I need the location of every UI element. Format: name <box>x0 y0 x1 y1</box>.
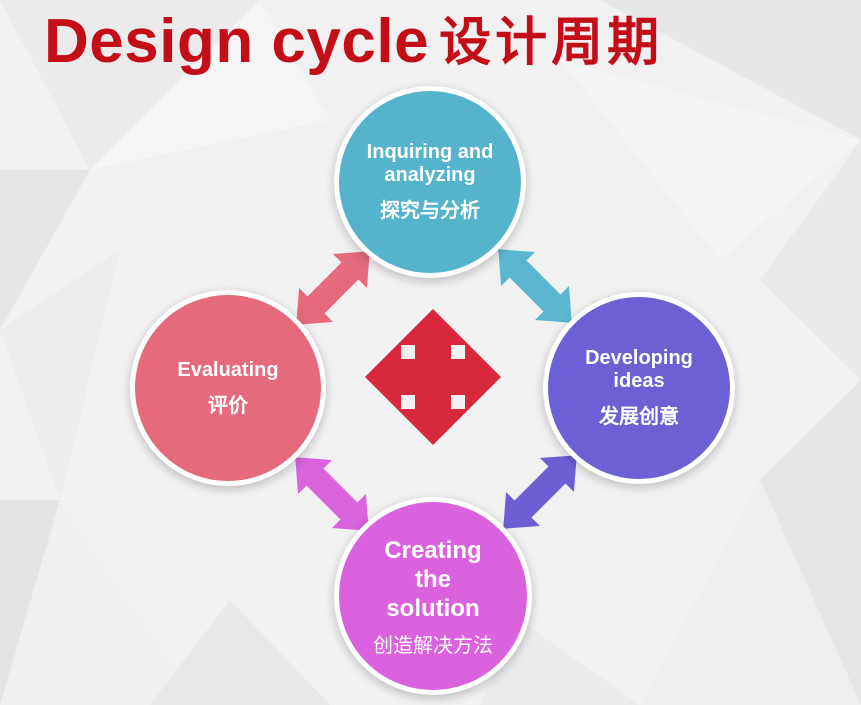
stage-developing: Developing ideas 发展创意 <box>543 292 735 484</box>
double-headed-arrow-icon <box>498 249 572 323</box>
title-english: Design cycle <box>44 7 430 76</box>
arrow-evaluating-inquiring <box>296 251 370 325</box>
stage-inquiring: Inquiring and analyzing 探究与分析 <box>334 86 526 278</box>
title-chinese: 设计周期 <box>439 14 664 72</box>
arrow-inquiring-developing <box>498 249 572 323</box>
stage-inquiring-label-zh: 探究与分析 <box>380 200 480 222</box>
stage-evaluating-label-zh: 评价 <box>208 394 248 417</box>
stage-creating: Creating the solution 创造解决方法 <box>334 497 532 695</box>
center-arrow <box>365 309 501 445</box>
stage-developing-label-zh: 发展创意 <box>599 406 679 428</box>
stage-creating-label: Creating the solution <box>384 536 482 622</box>
stage-inquiring-label: Inquiring and analyzing <box>366 141 494 186</box>
four-way-arrow-icon <box>365 309 501 445</box>
stage-developing-label: Developing ideas <box>585 347 693 392</box>
arrow-developing-creating <box>503 455 577 529</box>
stage-evaluating-label: Evaluating <box>177 358 279 381</box>
double-headed-arrow-icon <box>296 251 370 325</box>
double-headed-arrow-icon <box>295 457 369 531</box>
stage-creating-label-zh: 创造解决方法 <box>373 632 493 657</box>
arrow-creating-evaluating <box>295 457 369 531</box>
double-headed-arrow-icon <box>503 455 577 529</box>
stage-evaluating: Evaluating 评价 <box>130 290 326 486</box>
